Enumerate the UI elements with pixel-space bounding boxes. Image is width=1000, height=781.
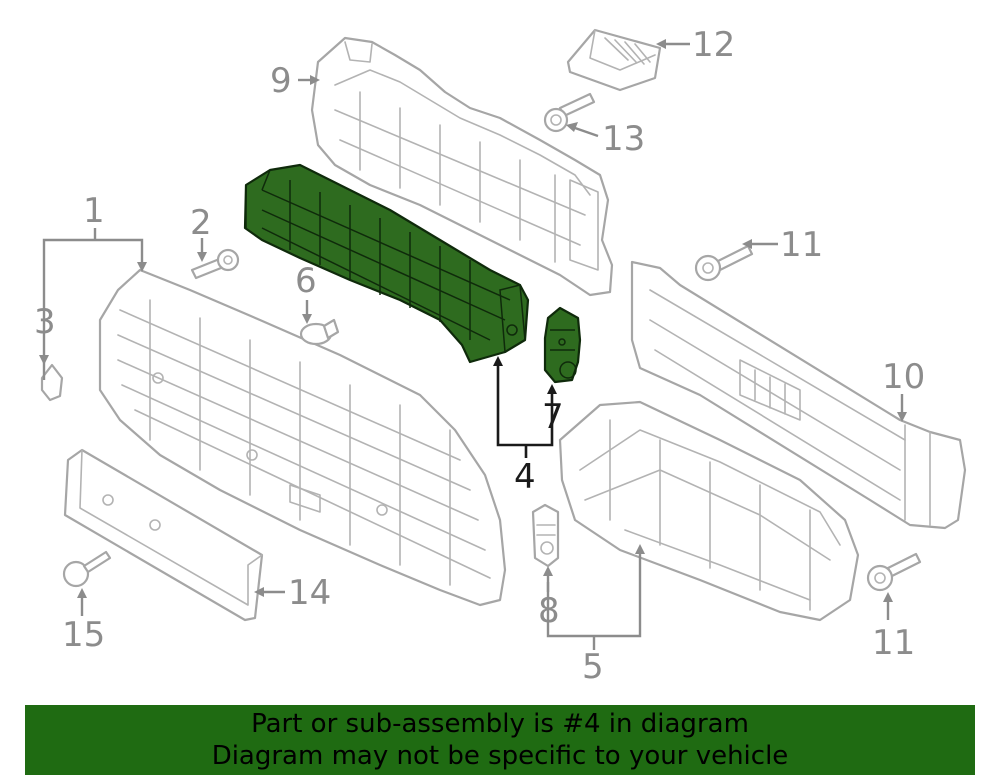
callout-7: 7 — [542, 397, 564, 437]
callout-14: 14 — [288, 573, 331, 613]
part-11-bolt-upper — [694, 244, 754, 282]
callout-11-upper: 11 — [780, 225, 823, 265]
callout-labels: 1 2 3 4 5 6 7 8 9 10 11 11 12 13 14 15 — [34, 25, 925, 687]
part-1-grille — [98, 268, 507, 607]
callout-2: 2 — [190, 203, 212, 243]
part-14-lower-strip — [63, 448, 264, 622]
part-6-clip — [299, 318, 340, 346]
callout-4: 4 — [514, 457, 536, 497]
callout-12: 12 — [692, 25, 735, 65]
part-3-cap — [40, 363, 64, 402]
callout-6: 6 — [295, 261, 317, 301]
part-13-bolt — [543, 92, 596, 133]
part-9-upper-bracket — [310, 36, 614, 297]
callout-15: 15 — [62, 615, 105, 655]
leader-lines — [39, 39, 907, 650]
part-8-bracket — [531, 503, 560, 568]
part-12-cover — [566, 28, 662, 92]
banner-line-disclaimer: Diagram may not be specific to your vehi… — [211, 741, 789, 771]
part-11-bolt-lower — [866, 552, 922, 592]
callout-5: 5 — [582, 647, 604, 687]
part-5-lower-duct — [558, 400, 860, 622]
callout-9: 9 — [270, 61, 292, 101]
callout-13: 13 — [602, 119, 645, 159]
notice-banner: Part or sub-assembly is #4 in diagram Di… — [25, 705, 975, 775]
part-15-push-pin — [62, 550, 112, 588]
callout-11-lower: 11 — [872, 623, 915, 663]
callout-8: 8 — [538, 591, 560, 631]
part-7-sensor-bracket-highlighted — [543, 306, 582, 384]
callout-10: 10 — [882, 357, 925, 397]
part-10-support-frame — [630, 260, 967, 530]
part-4-air-guide-highlighted — [243, 163, 530, 364]
callout-3: 3 — [34, 302, 56, 342]
exploded-parts-diagram: 1 2 3 4 5 6 7 8 9 10 11 11 12 13 14 15 — [34, 25, 967, 687]
part-2-screw — [190, 248, 240, 280]
banner-line-part-number: Part or sub-assembly is #4 in diagram — [251, 709, 749, 739]
callout-1: 1 — [83, 191, 105, 231]
